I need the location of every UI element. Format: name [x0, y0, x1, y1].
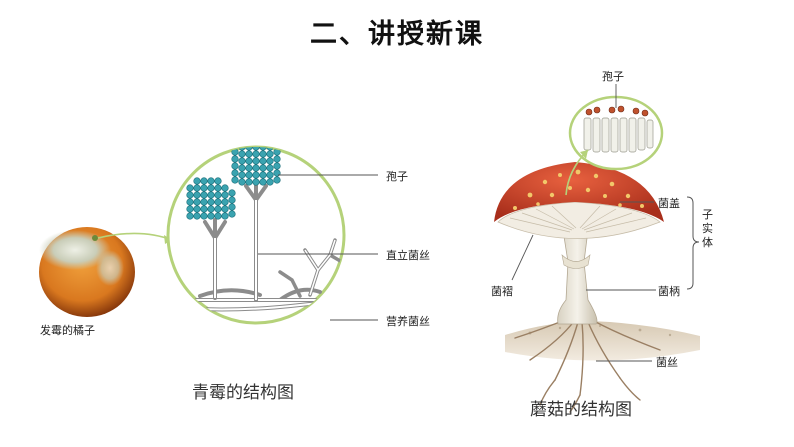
penicillium-caption: 青霉的结构图: [192, 383, 294, 403]
mushroom-cap: [494, 162, 664, 222]
stalk-label: 菌柄: [658, 285, 680, 298]
moldy-orange-label: 发霉的橘子: [40, 324, 95, 337]
mushroom-caption: 蘑菇的结构图: [530, 400, 632, 420]
vegetative-hypha-label: 营养菌丝: [386, 315, 430, 328]
penicillium-leaders: [258, 174, 378, 321]
penicillium-drawing: [168, 147, 344, 318]
cap-label: 菌盖: [658, 197, 680, 210]
penicillium-spore-label: 孢子: [386, 170, 408, 183]
upright-hypha-label: 直立菌丝: [386, 249, 430, 262]
mushroom-stalk: [557, 229, 598, 325]
mushroom-leaders: [511, 84, 656, 362]
mushroom-magnify-arrowhead: [580, 150, 588, 159]
page-title: 二、讲授新课: [310, 19, 484, 50]
moldy-orange-image: [39, 227, 135, 317]
mushroom-spore-magnify: [568, 95, 664, 171]
gill-label: 菌褶: [491, 285, 513, 298]
penicillium-spores: [186, 147, 281, 220]
fruiting-body-label: 子实体: [702, 208, 713, 249]
hypha-label: 菌丝: [656, 356, 678, 369]
fruiting-body-bracket: [686, 196, 700, 290]
mushroom-spore-label: 孢子: [602, 70, 624, 83]
mushroom-gills: [497, 201, 661, 239]
